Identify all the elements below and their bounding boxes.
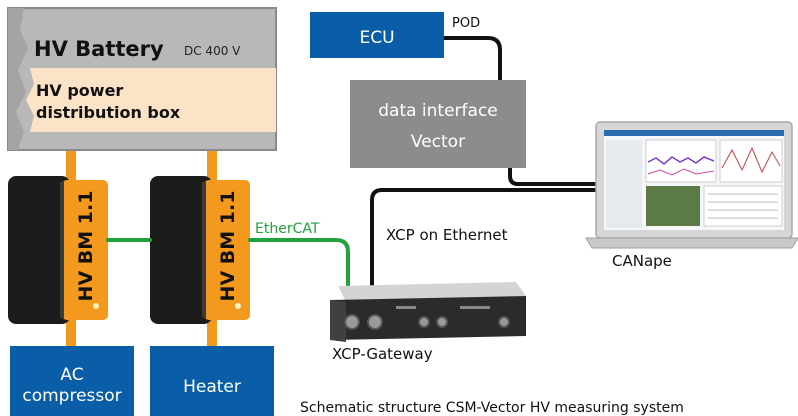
distribution-box-line2: distribution box xyxy=(36,103,181,122)
laptop-icon xyxy=(585,121,798,249)
hv-module-2: HV BM 1.1 xyxy=(150,176,250,324)
hv-cable-right-top xyxy=(207,148,217,188)
ac-compressor-line2: compressor xyxy=(22,386,121,406)
pod-label: POD xyxy=(452,16,480,31)
data-interface-line2: Vector xyxy=(411,132,465,152)
xcp-ethernet-cable xyxy=(370,188,606,294)
ethercat-label: EtherCAT xyxy=(255,221,320,237)
battery-voltage: DC 400 V xyxy=(184,44,241,58)
ac-compressor-line1: AC xyxy=(60,365,83,385)
heater-box xyxy=(150,346,274,416)
ethercat-link-gateway xyxy=(248,238,350,292)
pod-cable xyxy=(438,36,502,82)
hv-module-1: HV BM 1.1 xyxy=(8,176,108,324)
heater-label: Heater xyxy=(183,377,241,397)
distribution-box-line1: HV power xyxy=(36,81,123,100)
hv-cable-left-top xyxy=(66,148,76,188)
hv-module-1-label: HV BM 1.1 xyxy=(75,191,97,302)
data-interface-line1: data interface xyxy=(378,101,498,121)
interface-laptop-cable xyxy=(508,166,606,186)
hv-cable-left-bottom xyxy=(66,318,76,346)
hv-module-2-label: HV BM 1.1 xyxy=(217,191,239,302)
xcp-gateway-device xyxy=(330,282,526,342)
battery-title: HV Battery xyxy=(34,37,164,61)
data-interface-box xyxy=(350,80,526,168)
ecu-box xyxy=(310,12,444,58)
ac-compressor-box xyxy=(10,346,134,416)
ecu-label: ECU xyxy=(359,28,394,48)
laptop-label: CANape xyxy=(612,252,672,270)
battery-torn-edge xyxy=(8,8,28,150)
gateway-label: XCP-Gateway xyxy=(332,345,433,363)
distribution-box xyxy=(26,68,276,132)
caption: Schematic structure CSM-Vector HV measur… xyxy=(300,400,684,416)
hv-cable-right-bottom xyxy=(207,318,217,346)
xcp-ethernet-label: XCP on Ethernet xyxy=(386,226,508,244)
